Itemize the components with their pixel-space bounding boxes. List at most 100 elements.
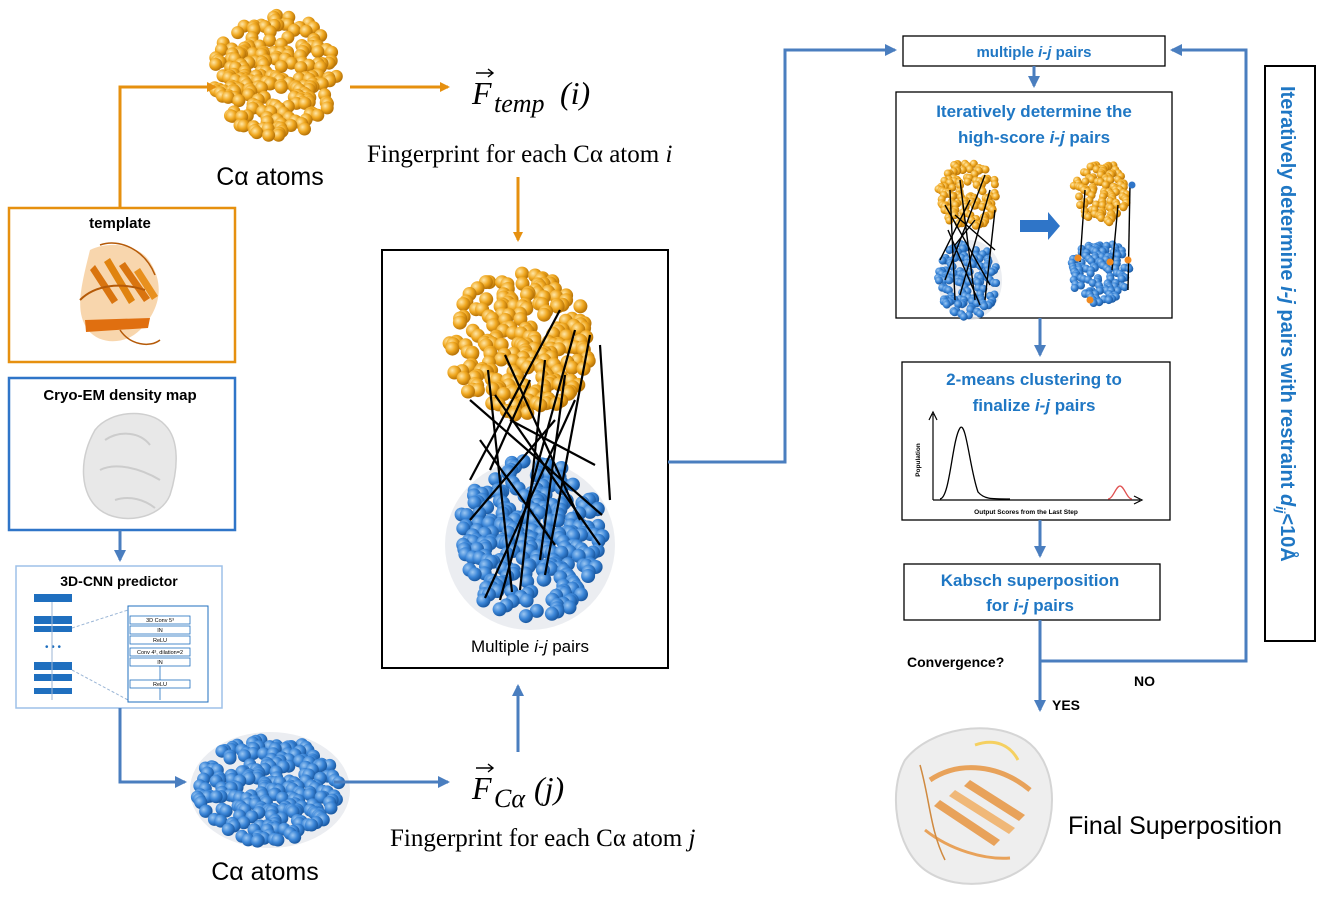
- gold-atom: [250, 126, 264, 140]
- f-temp-formula: F temp (i): [471, 68, 590, 118]
- density-map-image: [82, 412, 177, 520]
- pair-line: [1111, 204, 1119, 271]
- blue-atom: [1117, 274, 1126, 283]
- gold-atom: [311, 45, 325, 59]
- cnn-layer-3: Conv 4³, dilation=2: [137, 650, 183, 656]
- plot-xlabel: Output Scores from the Last Step: [974, 509, 1078, 516]
- matched-atom-marker: [1086, 296, 1094, 304]
- blue-atom: [1077, 281, 1085, 290]
- step1-box: [902, 35, 1166, 67]
- blue-atom: [223, 751, 237, 765]
- ca-atoms-top-label: Cα atoms: [216, 163, 324, 191]
- gold-atom: [298, 122, 311, 136]
- gold-atom: [209, 57, 223, 71]
- gold-atom: [237, 119, 251, 133]
- no-label: NO: [1134, 673, 1155, 689]
- blue-atom: [467, 567, 482, 582]
- gold-atom: [299, 24, 313, 38]
- template-ca-atoms-cloud: [208, 8, 343, 142]
- pair-line: [469, 399, 603, 516]
- pair-line: [954, 214, 996, 251]
- pair-line: [543, 334, 592, 576]
- gold-atom: [461, 384, 475, 399]
- blue-atom: [237, 816, 251, 830]
- gold-atom: [320, 101, 334, 115]
- blue-atom: [544, 606, 559, 621]
- blue-atom: [492, 602, 507, 617]
- pair-line: [469, 419, 556, 521]
- step4-line2: for i-j pairs: [986, 596, 1074, 615]
- loop-back-arrow: [1040, 44, 1248, 663]
- pair-line: [984, 209, 996, 301]
- gold-atom: [990, 180, 999, 189]
- blue-atom: [467, 495, 482, 510]
- pair-line: [598, 344, 612, 501]
- step3-box: [901, 361, 1171, 521]
- gold-atom: [1101, 181, 1110, 189]
- step2-before-pairs: [934, 159, 1002, 321]
- pair-line: [469, 309, 561, 481]
- f-temp-caption: Fingerprint for each Cα atom i: [367, 141, 672, 168]
- gold-atom: [981, 165, 990, 174]
- step2-after-pairs: [1067, 161, 1136, 307]
- gold-atom: [1084, 213, 1093, 221]
- blue-atom: [950, 308, 959, 317]
- side-restraint-label: Iteratively determine i-j pairs with res…: [1273, 86, 1300, 562]
- plot-ylabel: Population: [915, 443, 922, 477]
- gold-atom: [565, 360, 579, 375]
- blue-atom: [519, 593, 534, 608]
- svg-text:Cα: Cα: [494, 784, 526, 813]
- pair-line: [959, 189, 991, 296]
- gold-atom: [573, 299, 588, 314]
- convergence-label: Convergence?: [907, 654, 1004, 670]
- blue-atom: [219, 804, 233, 818]
- blue-atom: [1070, 284, 1079, 292]
- blue-atom: [565, 477, 580, 492]
- blue-atom: [954, 300, 963, 309]
- step4-line1: Kabsch superposition: [941, 571, 1120, 590]
- blue-atom: [945, 246, 954, 255]
- gold-atom: [263, 33, 276, 47]
- gold-atom: [225, 109, 239, 123]
- gold-atom: [445, 341, 460, 356]
- gold-atom: [465, 346, 480, 361]
- step1-label: multiple i-j pairs: [976, 44, 1091, 61]
- gold-atom: [298, 96, 312, 110]
- gold-atom: [1119, 203, 1128, 212]
- pair-line: [509, 419, 596, 466]
- pair-line: [1127, 184, 1131, 291]
- blue-atom: [250, 834, 264, 848]
- blue-atom: [1104, 266, 1113, 275]
- gold-atom: [991, 192, 1000, 201]
- blue-atom: [214, 814, 228, 828]
- ca-atoms-bottom-label: Cα atoms: [211, 858, 319, 886]
- center-pair-lines: [469, 309, 612, 601]
- pair-line: [494, 394, 601, 546]
- cnn-predictor-label: 3D-CNN predictor: [60, 573, 178, 589]
- map-ca-atoms-cloud: [190, 732, 350, 848]
- cnn-layer-5: ReLU: [153, 682, 167, 688]
- pair-line: [488, 379, 532, 471]
- cnn-layer-2: ReLU: [153, 638, 167, 644]
- cnn-architecture-sketch: • • • 3D Conv 5³ IN ReLU Conv 4³, dilati…: [34, 594, 209, 703]
- gold-atom: [221, 90, 235, 104]
- blue-atom: [323, 758, 337, 772]
- svg-text:F: F: [471, 770, 492, 806]
- blue-atom: [935, 276, 943, 285]
- blue-atom: [959, 312, 968, 321]
- gold-atom: [456, 371, 471, 386]
- gold-atom: [262, 128, 276, 142]
- gold-atom: [1075, 192, 1084, 201]
- gold-atom: [1098, 201, 1107, 210]
- major-peak-curve: [939, 426, 1011, 500]
- blue-atom: [942, 300, 951, 309]
- svg-text:(j): (j): [534, 770, 564, 806]
- svg-text:F: F: [471, 75, 492, 111]
- gold-atom: [963, 177, 972, 186]
- pair-line: [949, 189, 956, 301]
- cnn-layer-0: 3D Conv 5³: [146, 618, 174, 624]
- blue-atom: [976, 309, 985, 318]
- pair-line: [518, 359, 547, 591]
- gold-atom: [1076, 201, 1085, 209]
- pair-line: [959, 179, 976, 301]
